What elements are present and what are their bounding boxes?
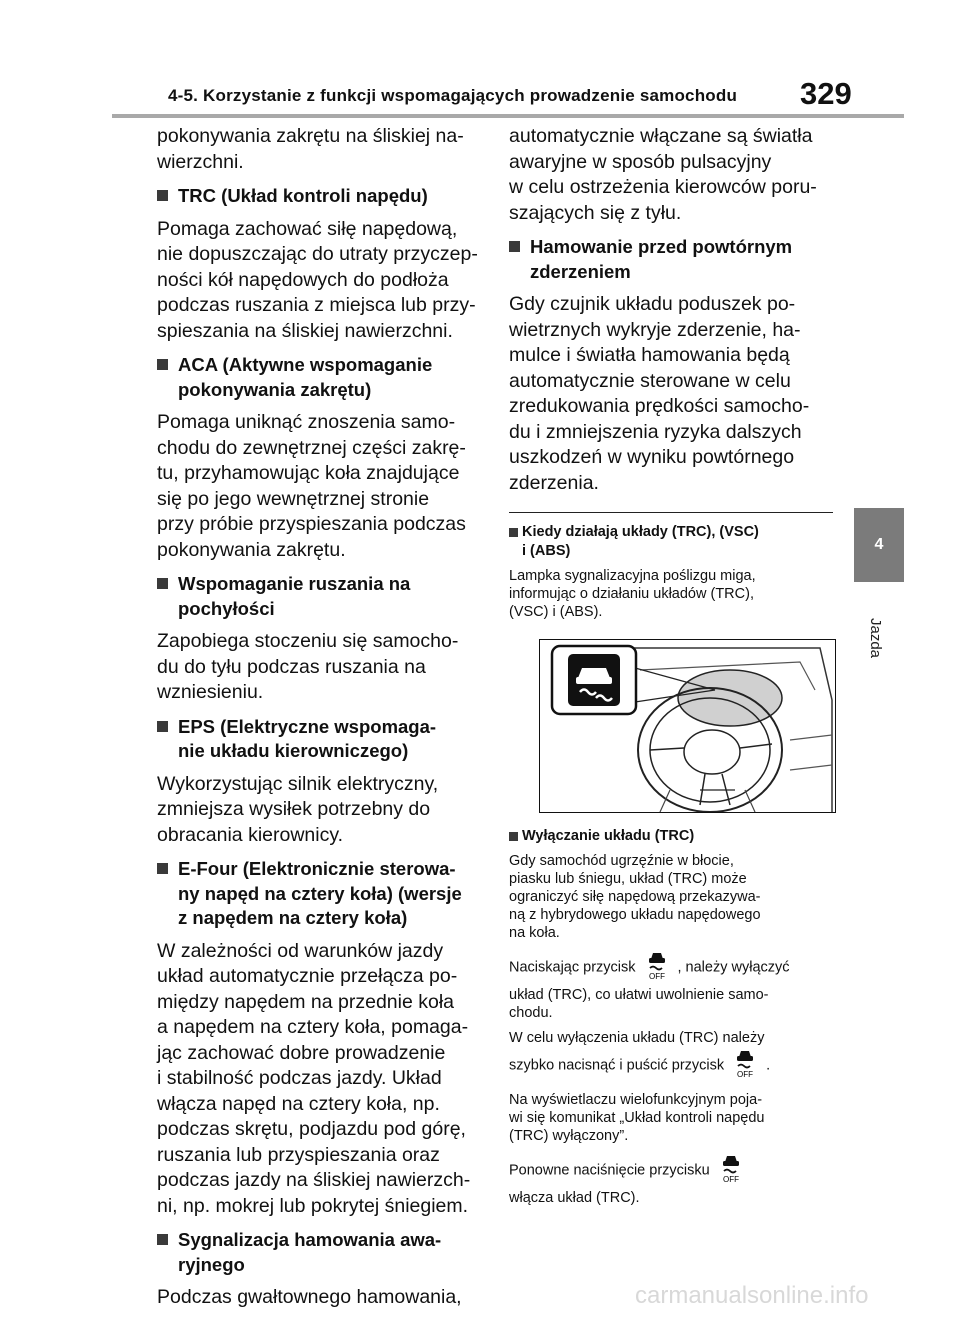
heading-trc: TRC (Układ kontroli napędu) bbox=[157, 184, 483, 209]
bullet-square-icon bbox=[509, 528, 518, 537]
svg-text:OFF: OFF bbox=[737, 1070, 753, 1079]
svg-text:OFF: OFF bbox=[723, 1175, 739, 1184]
heading-aca: ACA (Aktywne wspomaganie pokonywania zak… bbox=[157, 353, 483, 402]
bullet-square-icon bbox=[157, 359, 168, 370]
section-divider bbox=[509, 512, 833, 513]
small-paragraph-with-icon: W celu wyłączenia układu (TRC) należy sz… bbox=[509, 1029, 835, 1084]
bullet-square-icon bbox=[509, 832, 518, 841]
heading-e-four: E-Four (Elektronicznie sterowa- ny napęd… bbox=[157, 857, 483, 931]
heading-emergency-brake-signal: Sygnalizacja hamowania awa- ryjnego bbox=[157, 1228, 483, 1277]
paragraph: Zapobiega stoczeniu się samocho- du do t… bbox=[157, 630, 459, 703]
paragraph: Pomaga uniknąć znoszenia samo- chodu do … bbox=[157, 411, 466, 561]
vsc-off-button-icon: OFF bbox=[730, 1047, 760, 1084]
paragraph: Podczas gwałtownego hamowania, bbox=[157, 1286, 462, 1308]
heading-eps: EPS (Elektryczne wspomaga- nie układu ki… bbox=[157, 715, 483, 764]
paragraph: W zależności od warunków jazdy układ aut… bbox=[157, 939, 471, 1217]
vsc-off-button-icon: OFF bbox=[716, 1152, 746, 1189]
chapter-label: Jazda bbox=[867, 618, 884, 659]
page-number: 329 bbox=[800, 76, 852, 111]
left-column: pokonywania zakrętu na śliskiej na- wier… bbox=[157, 124, 483, 1320]
right-column: automatycznie włączane są światła awaryj… bbox=[509, 124, 836, 1214]
steering-wheel-illustration bbox=[550, 644, 833, 813]
dashboard-illustration bbox=[539, 639, 836, 813]
bullet-square-icon bbox=[157, 863, 168, 874]
bullet-square-icon bbox=[157, 190, 168, 201]
bullet-square-icon bbox=[157, 578, 168, 589]
svg-text:OFF: OFF bbox=[649, 972, 665, 981]
chapter-tab: 4 bbox=[854, 508, 904, 582]
small-paragraph: Na wyświetlaczu wielofunkcyjnym poja- wi… bbox=[509, 1092, 765, 1144]
paragraph: Pomaga zachować siłę napędową, nie dopus… bbox=[157, 217, 478, 342]
paragraph: pokonywania zakrętu na śliskiej na- wier… bbox=[157, 125, 464, 173]
bullet-square-icon bbox=[157, 720, 168, 732]
section-title: 4-5. Korzystanie z funkcji wspomagającyc… bbox=[168, 86, 738, 105]
heading-secondary-collision-brake: Hamowanie przed powtórnym zderzeniem bbox=[509, 235, 835, 284]
paragraph: Gdy czujnik układu poduszek po- wietrzny… bbox=[509, 293, 810, 494]
bullet-square-icon bbox=[509, 241, 520, 252]
bullet-square-icon bbox=[157, 1234, 168, 1245]
subheading-trc-off: Wyłączanie układu (TRC) bbox=[509, 827, 835, 846]
small-paragraph: Lampka sygnalizacyjna poślizgu miga, inf… bbox=[509, 568, 756, 620]
vsc-off-button-icon: OFF bbox=[642, 949, 672, 986]
subheading-when-active: Kiedy działają układy (TRC), (VSC) i (AB… bbox=[509, 523, 835, 561]
header-rule bbox=[112, 114, 904, 118]
paragraph: Wykorzystując silnik elektryczny, zmniej… bbox=[157, 772, 439, 846]
small-paragraph: Gdy samochód ugrzęźnie w błocie, piasku … bbox=[509, 853, 761, 941]
chapter-number: 4 bbox=[874, 536, 884, 553]
watermark: carmanualsonline.info bbox=[635, 1282, 869, 1309]
heading-hill-start: Wspomaganie ruszania na pochyłości bbox=[157, 572, 483, 621]
paragraph: automatycznie włączane są światła awaryj… bbox=[509, 125, 817, 224]
